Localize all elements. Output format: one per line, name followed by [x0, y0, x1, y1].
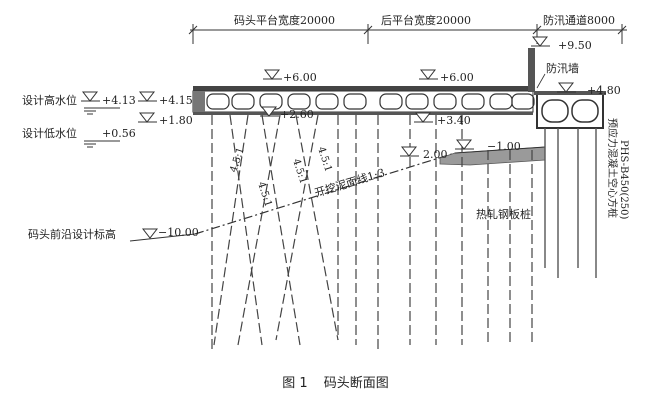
pile-ratio-1: 4.5:1	[228, 146, 246, 174]
elevation-triangle	[455, 139, 473, 150]
elev-e5: +6.00	[440, 71, 474, 84]
piles	[211, 114, 533, 352]
front-bed-value: −10.00	[158, 226, 199, 239]
front-bed-label: 码头前沿设计标高	[28, 227, 116, 241]
flood-wall-cell	[541, 99, 569, 123]
elev-e9: +9.50	[558, 39, 592, 52]
elevation-triangle	[263, 69, 281, 80]
high-water-label: 设计高水位	[22, 93, 77, 107]
pile	[213, 114, 249, 346]
elevation-triangle	[531, 36, 549, 47]
deck-cell	[343, 93, 367, 110]
high-water-value: +4.13	[102, 94, 136, 107]
flood-wall-cell	[571, 99, 599, 123]
elev-e8: −1.00	[487, 140, 521, 153]
deck-cell	[206, 93, 230, 110]
deck-cells	[206, 93, 535, 110]
pile	[295, 114, 339, 341]
pile	[237, 114, 281, 346]
dim-flood-passage: 防汛通道8000	[543, 13, 615, 27]
pile	[261, 114, 301, 346]
elev-e3: +6.00	[283, 71, 317, 84]
pile-ratio-2: 4.5:1	[255, 181, 273, 209]
front-bed-line	[129, 233, 196, 242]
deck-cell	[287, 93, 311, 110]
flood-wall-label: 防汛墙	[546, 61, 579, 75]
elevation-markers	[81, 36, 576, 239]
deck-cell	[433, 93, 457, 110]
flood-wall-block	[528, 48, 606, 129]
square-pile-label-2: PHS-B450(250)	[618, 140, 629, 219]
pile-ratio-4: 4.5:1	[315, 146, 333, 174]
low-water-value: +0.56	[102, 127, 136, 140]
elevation-triangle	[141, 228, 159, 239]
dim-wharf-platform: 码头平台宽度20000	[234, 13, 335, 27]
elevation-triangle	[81, 91, 99, 102]
deck-cell	[379, 93, 403, 110]
figure-title: 码头断面图	[323, 376, 389, 391]
elevation-triangle	[400, 146, 418, 157]
flood-wall-stem	[528, 48, 535, 92]
deck-cell	[405, 93, 429, 110]
elevation-triangle	[557, 82, 575, 93]
elevation-triangle	[260, 106, 278, 117]
deck	[192, 86, 535, 115]
slope-line	[194, 152, 456, 235]
deck-bottom	[193, 112, 533, 115]
dim-rear-platform: 后平台宽度20000	[381, 13, 471, 27]
elev-e2: +1.80	[159, 114, 193, 127]
low-water-label: 设计低水位	[22, 126, 77, 140]
elevation-triangle	[138, 112, 156, 123]
elevation-triangle	[138, 91, 156, 102]
elev-e7: 2.00	[423, 148, 448, 161]
elev-e1: +4.15	[159, 94, 193, 107]
flood-wall-base	[536, 93, 604, 129]
elev-e10: +4.80	[587, 84, 621, 97]
pile	[229, 114, 263, 346]
deck-cell	[511, 93, 535, 110]
flood-wall-cap	[534, 91, 606, 95]
deck-cell	[461, 93, 485, 110]
pile-ratio-3: 4.5:1	[290, 158, 308, 186]
flood-wall-leader	[536, 73, 546, 89]
elevation-triangle	[419, 69, 437, 80]
deck-top-slab	[193, 86, 533, 91]
deck-cell	[231, 93, 255, 110]
elevation-triangle	[414, 112, 432, 123]
deck-cell	[315, 93, 339, 110]
slash-ticks	[188, 25, 627, 35]
deck-front-edge	[193, 91, 205, 113]
pile	[275, 114, 319, 341]
sheet-pile-label: 热轧钢板桩	[476, 207, 531, 221]
figure-caption: 图 1 码头断面图	[0, 372, 671, 391]
figure-number: 图 1	[282, 376, 308, 391]
elev-e6: +3.40	[437, 114, 471, 127]
sheet-piles	[544, 128, 597, 278]
elev-e4: +2.60	[280, 108, 314, 121]
square-pile-label-1: 预应力混凝土空心方桩	[606, 118, 619, 218]
